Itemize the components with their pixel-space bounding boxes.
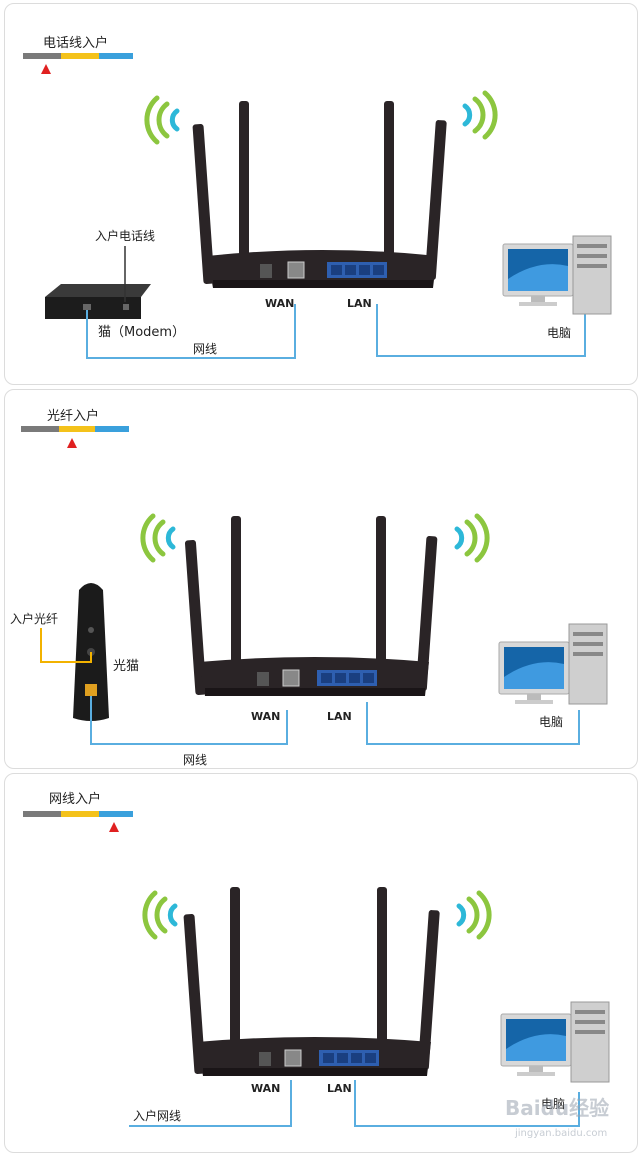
- computer-icon: [500, 1001, 610, 1083]
- lan-label: LAN: [327, 710, 352, 723]
- wifi-signal-left-icon: [140, 513, 176, 563]
- modem: [45, 284, 151, 319]
- wan-cable: [129, 1080, 292, 1127]
- cable-label: 网线: [193, 342, 217, 356]
- wan-cable: [86, 304, 296, 359]
- panel-fiber: 光纤入户: [4, 389, 638, 769]
- phone-line-label: 入户电话线: [95, 228, 155, 243]
- connection-type-bar: [23, 53, 133, 59]
- computer-label: 电脑: [547, 326, 571, 340]
- lan-ports: [319, 1050, 379, 1066]
- fiber-label: 入户光纤: [10, 611, 58, 626]
- wifi-signal-right-icon: [456, 890, 492, 940]
- wan-label: WAN: [265, 297, 294, 310]
- wifi-signal-left-icon: [144, 95, 180, 145]
- wan-label: WAN: [251, 1082, 280, 1095]
- incoming-cable-label: 入户网线: [133, 1108, 181, 1123]
- fiber-line: [40, 628, 92, 663]
- wifi-signal-right-icon: [454, 513, 490, 563]
- watermark-url: jingyan.baidu.com: [514, 1128, 607, 1139]
- computer-label: 电脑: [539, 715, 563, 729]
- lan-label: LAN: [347, 297, 372, 310]
- ethernet-diagram: 网线入户: [23, 791, 610, 1139]
- panel-phone-line: 电话线入户: [4, 3, 638, 385]
- wan-cable: [90, 696, 288, 745]
- lan-cable: [354, 1080, 580, 1127]
- wan-label: WAN: [251, 710, 280, 723]
- panel-title: 电话线入户: [43, 35, 108, 51]
- router: [183, 887, 440, 1076]
- router: [184, 516, 438, 696]
- computer-label: 电脑: [541, 1097, 565, 1111]
- baidu-watermark: Baidu经验 jingyan.baidu.com: [505, 1096, 609, 1139]
- computer-icon: [498, 623, 608, 705]
- wifi-signal-left-icon: [142, 890, 178, 940]
- wifi-signal-right-icon: [462, 90, 498, 140]
- fiber-diagram: 光纤入户: [10, 408, 608, 767]
- cable-label: 网线: [183, 753, 207, 767]
- lan-ports: [327, 262, 387, 278]
- marker-triangle: [67, 438, 77, 448]
- marker-triangle: [41, 64, 51, 74]
- connection-type-bar: [21, 426, 129, 432]
- lan-cable: [376, 304, 586, 357]
- panel-ethernet: 网线入户: [4, 773, 638, 1153]
- panel-title: 网线入户: [49, 791, 101, 807]
- onu-label: 光猫: [113, 659, 139, 674]
- lan-label: LAN: [327, 1082, 352, 1095]
- marker-triangle: [109, 822, 119, 832]
- modem-label: 猫（Modem）: [98, 325, 185, 340]
- watermark-brand: Baidu经验: [505, 1096, 609, 1120]
- lan-cable: [366, 702, 580, 745]
- router: [192, 101, 447, 288]
- panel-title: 光纤入户: [47, 408, 99, 424]
- connection-type-bar: [23, 811, 133, 817]
- phone-line-diagram: 电话线入户: [23, 35, 612, 359]
- computer-icon: [502, 235, 612, 315]
- lan-ports: [317, 670, 377, 686]
